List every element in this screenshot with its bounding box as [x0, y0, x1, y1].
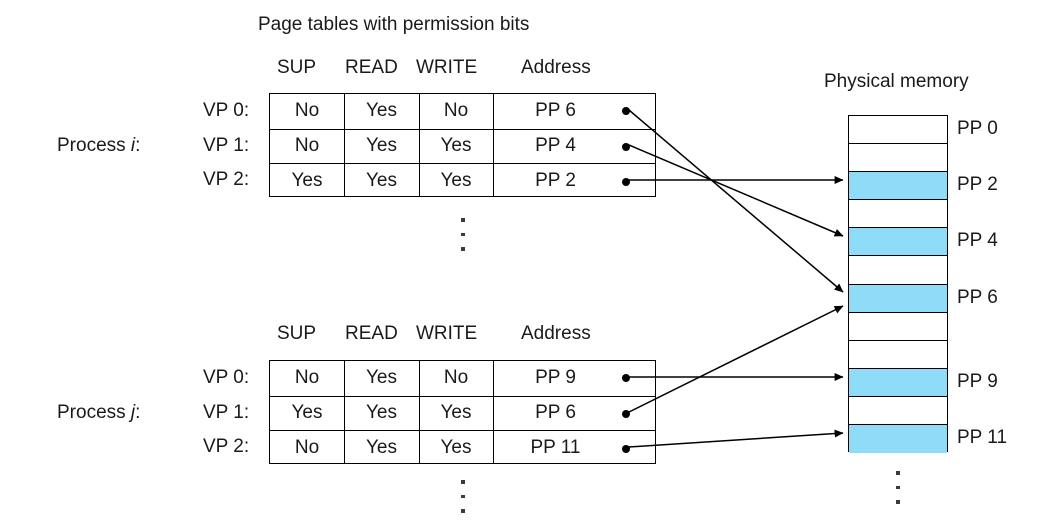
table-2-continuation-ellipsis — [461, 480, 465, 513]
memory-page-0 — [849, 116, 947, 145]
table-row: No Yes Yes PP 4 — [270, 128, 655, 164]
table-2-header-address: Address — [521, 323, 591, 344]
memory-page-2-label: PP 2 — [957, 174, 998, 195]
memory-page-9 — [849, 368, 947, 397]
table-2-divider-3 — [493, 361, 494, 463]
process-i-vp-0-pointer-dot — [622, 107, 630, 116]
memory-page-8 — [849, 340, 947, 369]
process-j-vp-0-address: PP 9 — [535, 367, 576, 389]
process-i-label-suffix: : — [135, 135, 141, 156]
table-row: Yes Yes Yes PP 2 — [270, 163, 655, 198]
memory-continuation-ellipsis — [896, 471, 900, 504]
process-j-vp-1-pointer-dot — [622, 409, 630, 418]
memory-page-3 — [849, 200, 947, 229]
process-i-vp-0-address: PP 6 — [535, 100, 576, 122]
process-j-vp-0-label: VP 0: — [203, 367, 250, 388]
memory-page-5 — [849, 256, 947, 285]
process-i-label-italic: i — [130, 135, 136, 156]
process-j-vp-0-pointer-dot — [622, 374, 630, 383]
process-j-label: Process j: — [57, 403, 140, 422]
table-1-header-write: WRITE — [416, 57, 478, 78]
process-i-vp-1-address: PP 4 — [535, 135, 576, 157]
process-j-vp-2-label: VP 2: — [203, 436, 250, 457]
table-1-header-sup: SUP — [277, 57, 317, 78]
page-table-process-j: No Yes No PP 9 Yes Yes Yes PP 6 No Yes Y… — [269, 360, 656, 464]
arrow-process-i-vp-0-to-pp-6 — [628, 109, 844, 293]
table-row: Yes Yes Yes PP 6 — [270, 395, 655, 431]
process-j-vp-0-write: No — [443, 367, 469, 389]
memory-page-6 — [849, 284, 947, 313]
table-1-header-read: READ — [345, 57, 398, 78]
process-j-label-prefix: Process — [57, 402, 131, 423]
process-i-vp-2-label: VP 2: — [203, 169, 250, 190]
memory-page-4-label: PP 4 — [957, 230, 998, 251]
process-j-vp-2-sup: No — [294, 437, 320, 459]
table-row: No Yes No PP 6 — [270, 94, 655, 129]
arrow-process-j-vp-2-to-pp-11 — [628, 429, 844, 448]
process-j-vp-1-write: Yes — [440, 402, 472, 424]
process-i-vp-2-sup: Yes — [291, 170, 323, 192]
physical-memory-title: Physical memory — [824, 71, 969, 92]
physical-memory-column — [848, 115, 948, 453]
process-j-vp-1-label: VP 1: — [203, 402, 250, 423]
process-i-vp-1-sup: No — [294, 135, 320, 157]
page-table-process-i: No Yes No PP 6 No Yes Yes PP 4 Yes Yes Y… — [269, 93, 656, 197]
process-j-vp-2-pointer-dot — [622, 444, 630, 453]
process-i-vp-2-write: Yes — [440, 170, 472, 192]
memory-page-11 — [849, 425, 947, 453]
table-2-header-write: WRITE — [416, 323, 478, 344]
memory-page-10 — [849, 397, 947, 426]
process-j-vp-0-read: Yes — [366, 367, 397, 389]
process-i-vp-2-pointer-dot — [622, 177, 630, 186]
process-j-vp-0-sup: No — [294, 367, 320, 389]
table-2-header-sup: SUP — [277, 323, 317, 344]
memory-page-0-label: PP 0 — [957, 118, 998, 139]
table-row: No Yes Yes PP 11 — [270, 430, 655, 465]
arrow-process-i-vp-1-to-pp-4 — [628, 144, 844, 237]
table-1-divider-2 — [419, 94, 420, 196]
process-i-label: Process i: — [57, 136, 140, 155]
process-j-vp-1-read: Yes — [366, 402, 397, 424]
arrow-process-j-vp-1-to-pp-6 — [628, 305, 844, 413]
process-j-vp-2-write: Yes — [440, 437, 472, 459]
table-1-continuation-ellipsis — [461, 218, 465, 251]
memory-page-2 — [849, 172, 947, 201]
process-i-vp-2-address: PP 2 — [535, 170, 576, 192]
process-j-label-italic: j — [130, 402, 136, 423]
table-2-divider-1 — [344, 361, 345, 463]
memory-page-9-label: PP 9 — [957, 371, 998, 392]
process-j-label-suffix: : — [135, 402, 141, 423]
memory-page-7 — [849, 312, 947, 341]
process-j-vp-2-address: PP 11 — [530, 437, 581, 459]
process-j-vp-1-sup: Yes — [291, 402, 323, 424]
process-i-label-prefix: Process — [57, 135, 131, 156]
memory-page-11-label: PP 11 — [957, 427, 1008, 448]
diagram-title: Page tables with permission bits — [258, 14, 530, 35]
process-i-vp-0-write: No — [443, 100, 469, 122]
process-i-vp-0-read: Yes — [366, 100, 397, 122]
table-2-divider-2 — [419, 361, 420, 463]
memory-page-1 — [849, 144, 947, 173]
memory-page-4 — [849, 228, 947, 257]
process-i-vp-1-write: Yes — [440, 135, 472, 157]
process-j-vp-1-address: PP 6 — [535, 402, 576, 424]
table-2-header-read: READ — [345, 323, 398, 344]
table-row: No Yes No PP 9 — [270, 361, 655, 396]
process-i-vp-1-read: Yes — [366, 135, 397, 157]
process-i-vp-2-read: Yes — [366, 170, 397, 192]
table-1-divider-3 — [493, 94, 494, 196]
table-1-divider-1 — [344, 94, 345, 196]
process-i-vp-1-pointer-dot — [622, 142, 630, 151]
process-i-vp-0-label: VP 0: — [203, 100, 250, 121]
memory-page-6-label: PP 6 — [957, 287, 998, 308]
process-i-vp-0-sup: No — [294, 100, 320, 122]
process-j-vp-2-read: Yes — [366, 437, 397, 459]
table-1-header-address: Address — [521, 57, 591, 78]
process-i-vp-1-label: VP 1: — [203, 135, 250, 156]
